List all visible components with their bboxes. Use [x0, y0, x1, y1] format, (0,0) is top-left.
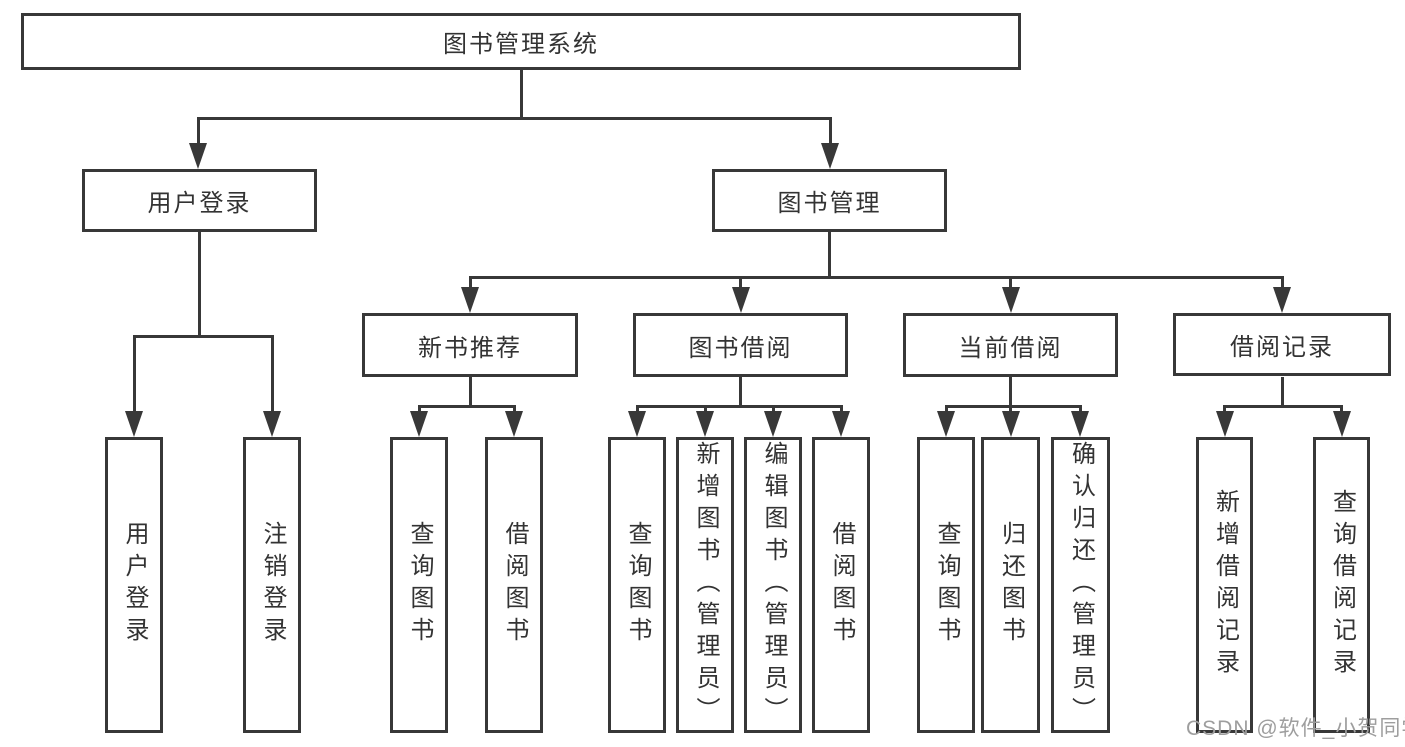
- connector-vline: [635, 405, 639, 414]
- connector-arrowhead-down: [764, 411, 782, 437]
- leaf-query-borrow-record-label: 查询借阅记录: [1328, 489, 1356, 681]
- connector-vline: [703, 405, 707, 414]
- connector-arrowhead-down: [1001, 411, 1020, 437]
- leaf-confirm-return-admin-label: 确认归还（管理员）: [1067, 441, 1095, 729]
- node-book-management-label: 图书管理: [777, 190, 882, 217]
- leaf-borrow-book-label: 借阅图书: [828, 521, 855, 649]
- leaf-edit-book-admin: 编辑图书（管理员）: [744, 437, 802, 733]
- leaf-add-book-admin-label: 新增图书（管理员）: [692, 441, 719, 729]
- leaf-query-book-current-label: 查询图书: [933, 521, 960, 649]
- connector-hline: [132, 335, 274, 338]
- node-book-borrow: 图书借阅: [633, 313, 848, 377]
- connector-arrowhead-down: [1215, 411, 1234, 437]
- connector-vline: [944, 405, 948, 414]
- connector-vline: [739, 377, 742, 408]
- connector-vline: [1078, 405, 1082, 414]
- leaf-query-book-borrow-label: 查询图书: [624, 521, 651, 649]
- connector-vline: [512, 405, 516, 414]
- leaf-borrow-book: 借阅图书: [812, 437, 870, 733]
- connector-vline: [196, 117, 200, 147]
- leaf-return-book: 归还图书: [981, 437, 1040, 733]
- connector-vline: [828, 232, 831, 279]
- connector-hline: [944, 405, 1082, 408]
- connector-vline: [198, 232, 201, 338]
- connector-hline: [635, 405, 843, 408]
- connector-arrowhead-down: [821, 143, 839, 169]
- connector-vline: [1280, 377, 1284, 408]
- connector-arrowhead-down: [125, 411, 143, 437]
- node-borrow-records: 借阅记录: [1173, 313, 1391, 376]
- connector-arrowhead-down: [628, 411, 646, 437]
- node-new-book-recommend-label: 新书推荐: [418, 334, 522, 362]
- node-current-borrow-label: 当前借阅: [958, 334, 1063, 362]
- node-borrow-records-label: 借阅记录: [1230, 334, 1334, 361]
- leaf-add-borrow-record: 新增借阅记录: [1196, 437, 1253, 733]
- connector-arrowhead-down: [937, 411, 955, 437]
- connector-hline: [468, 276, 1284, 279]
- connector-vline: [1009, 377, 1012, 408]
- connector-vline: [1280, 276, 1284, 290]
- connector-arrowhead-down: [263, 411, 281, 437]
- connector-hline: [417, 405, 516, 408]
- leaf-query-borrow-record: 查询借阅记录: [1313, 437, 1370, 733]
- connector-arrowhead-down: [461, 287, 479, 313]
- node-book-borrow-label: 图书借阅: [688, 334, 793, 362]
- leaf-logout: 注销登录: [243, 437, 301, 733]
- node-current-borrow: 当前借阅: [903, 313, 1118, 377]
- connector-vline: [417, 405, 421, 414]
- connector-arrowhead-down: [696, 411, 714, 437]
- leaf-borrow-book-recommend: 借阅图书: [485, 437, 543, 733]
- leaf-add-book-admin: 新增图书（管理员）: [676, 437, 734, 733]
- connector-hline: [196, 117, 832, 120]
- connector-vline: [1340, 405, 1343, 414]
- connector-vline: [828, 117, 832, 147]
- connector-arrowhead-down: [1332, 411, 1351, 437]
- connector-vline: [519, 70, 523, 118]
- connector-arrowhead-down: [1001, 287, 1020, 313]
- leaf-query-book-borrow: 查询图书: [608, 437, 666, 733]
- connector-vline: [771, 405, 775, 414]
- leaf-query-book-recommend: 查询图书: [390, 437, 448, 733]
- connector-vline: [468, 276, 472, 290]
- leaf-add-borrow-record-label: 新增借阅记录: [1211, 489, 1239, 681]
- node-user-login-label: 用户登录: [147, 190, 252, 217]
- connector-vline: [1223, 405, 1226, 414]
- connector-vline: [1009, 405, 1012, 414]
- connector-hline: [1223, 405, 1343, 408]
- node-new-book-recommend: 新书推荐: [362, 313, 578, 377]
- leaf-borrow-book-recommend-label: 借阅图书: [501, 521, 528, 649]
- node-root-label: 图书管理系统: [443, 31, 599, 58]
- connector-arrowhead-down: [410, 411, 428, 437]
- connector-vline: [468, 377, 472, 408]
- connector-vline: [839, 405, 843, 414]
- node-root: 图书管理系统: [21, 13, 1021, 70]
- node-user-login: 用户登录: [82, 169, 317, 232]
- leaf-return-book-label: 归还图书: [997, 521, 1025, 649]
- connector-vline: [270, 335, 274, 413]
- connector-arrowhead-down: [189, 143, 207, 169]
- connector-arrowhead-down: [1273, 287, 1291, 313]
- node-book-management: 图书管理: [712, 169, 947, 232]
- watermark: CSDN @软件_小贺同学: [1186, 717, 1405, 740]
- leaf-confirm-return-admin: 确认归还（管理员）: [1051, 437, 1110, 733]
- leaf-query-book-current: 查询图书: [917, 437, 975, 733]
- connector-arrowhead-down: [832, 411, 850, 437]
- connector-vline: [739, 276, 742, 290]
- leaf-edit-book-admin-label: 编辑图书（管理员）: [760, 441, 787, 729]
- leaf-logout-label: 注销登录: [259, 521, 286, 649]
- connector-arrowhead-down: [505, 411, 523, 437]
- leaf-user-login: 用户登录: [105, 437, 163, 733]
- connector-arrowhead-down: [731, 287, 750, 313]
- connector-vline: [1009, 276, 1012, 290]
- connector-vline: [132, 335, 136, 413]
- leaf-query-book-recommend-label: 查询图书: [406, 521, 433, 649]
- connector-arrowhead-down: [1071, 411, 1089, 437]
- leaf-user-login-label: 用户登录: [121, 521, 148, 649]
